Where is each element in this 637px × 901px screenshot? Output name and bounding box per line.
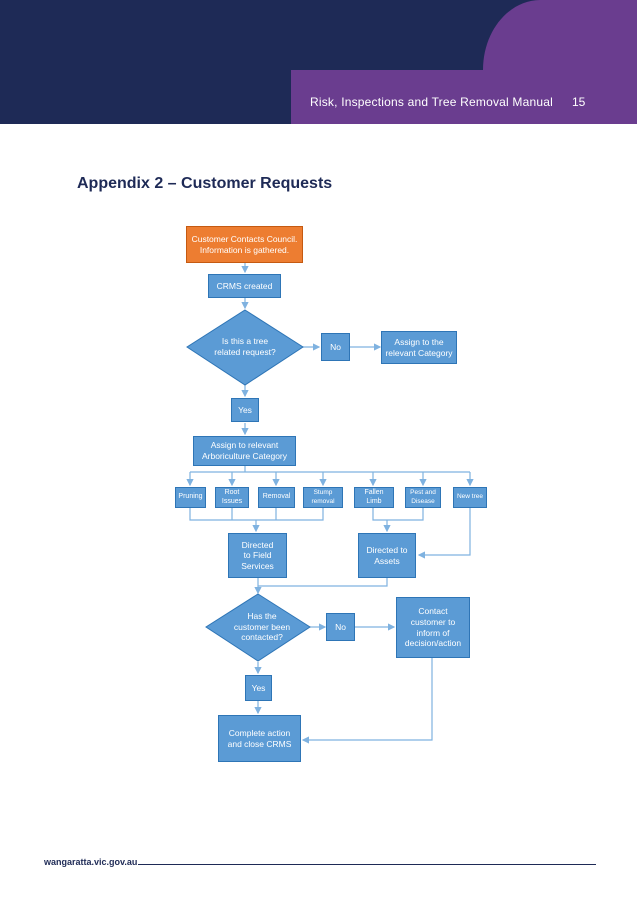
- category-fallen-limb: Fallen Limb: [354, 487, 394, 508]
- category-new-tree: New tree: [453, 487, 487, 508]
- complete-action-box: Complete action and close CRMS: [218, 715, 301, 762]
- yes-box-1: Yes: [231, 398, 259, 422]
- yes-box-2: Yes: [245, 675, 272, 701]
- header-band: [0, 0, 637, 124]
- category-pruning: Pruning: [175, 487, 206, 508]
- manual-title: Risk, Inspections and Tree Removal Manua…: [310, 95, 553, 109]
- footer-url[interactable]: wangaratta.vic.gov.au: [44, 857, 138, 867]
- category-removal: Removal: [258, 487, 295, 508]
- appendix-title: Appendix 2 – Customer Requests: [77, 175, 333, 192]
- category-stump-removal: Stump removal: [303, 487, 343, 508]
- directed-field-services-box: Directed to Field Services: [228, 533, 287, 578]
- category-pest-and-disease: Pest and Disease: [405, 487, 441, 508]
- directed-assets-box: Directed to Assets: [358, 533, 416, 578]
- start-box: Customer Contacts Council. Information i…: [186, 226, 303, 263]
- page-number: 15: [572, 95, 586, 109]
- decision-text-tree-related: Is this a tree related request?: [214, 336, 276, 357]
- footer-rule: [138, 864, 596, 865]
- contact-customer-box: Contact customer to inform of decision/a…: [396, 597, 470, 658]
- no-box-1: No: [321, 333, 350, 361]
- decision-diamond-tree-related: [186, 309, 304, 386]
- decision-diamond-contacted: [205, 593, 311, 662]
- assign-arboriculture-box: Assign to relevant Arboriculture Categor…: [193, 436, 296, 466]
- decision-text-contacted: Has the customer been contacted?: [233, 611, 291, 643]
- assign-category-box: Assign to the relevant Category: [381, 331, 457, 364]
- no-box-2: No: [326, 613, 355, 641]
- crms-created-box: CRMS created: [208, 274, 281, 298]
- category-root-issues: Root Issues: [215, 487, 249, 508]
